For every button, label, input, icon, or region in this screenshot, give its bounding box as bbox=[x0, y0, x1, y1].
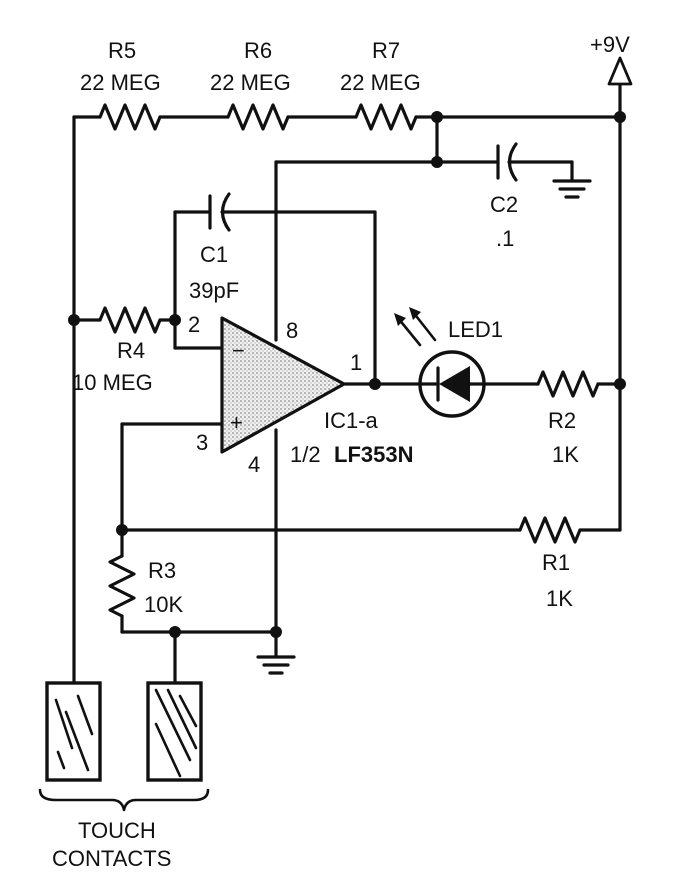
ground-symbol bbox=[256, 630, 296, 675]
pin-4: 4 bbox=[248, 452, 260, 477]
capacitor-c2: C2 .1 bbox=[274, 115, 592, 251]
pin-2: 2 bbox=[188, 312, 200, 337]
r2-name: R2 bbox=[548, 408, 576, 433]
top-rail bbox=[72, 115, 622, 687]
r6-value: 22 MEG bbox=[210, 70, 291, 95]
r6-name: R6 bbox=[244, 38, 272, 63]
r3-value: 10K bbox=[144, 592, 183, 617]
pin-8: 8 bbox=[286, 318, 298, 343]
r5-value: 22 MEG bbox=[80, 70, 161, 95]
resistor-r2: R2 1K bbox=[536, 370, 626, 467]
r1-name: R1 bbox=[542, 550, 570, 575]
resistor-r1: R1 1K bbox=[116, 516, 622, 611]
c1-value: 39pF bbox=[189, 278, 239, 303]
resistor-r3: R3 10K bbox=[108, 528, 282, 638]
r4-name: R4 bbox=[117, 338, 145, 363]
opamp-ic1a: − + 2 8 1 3 4 IC1-a 1/2 LF353N bbox=[120, 312, 422, 532]
pin-3: 3 bbox=[196, 430, 208, 455]
junction-supply-top bbox=[614, 111, 626, 123]
pin-1: 1 bbox=[350, 350, 362, 375]
c2-value: .1 bbox=[496, 226, 514, 251]
supply-terminal: +9V bbox=[590, 32, 633, 532]
c1-name: C1 bbox=[200, 242, 228, 267]
resistor-r5: R5 22 MEG bbox=[80, 38, 162, 131]
ic-part-prefix: 1/2 bbox=[290, 442, 321, 467]
resistor-r4: R4 10 MEG bbox=[68, 306, 224, 395]
touch-label-line2: CONTACTS bbox=[52, 846, 171, 871]
c2-name: C2 bbox=[490, 192, 518, 217]
r5-name: R5 bbox=[108, 38, 136, 63]
touch-contact-right bbox=[146, 630, 203, 782]
ic-part-number: LF353N bbox=[334, 442, 413, 467]
r1-value: 1K bbox=[546, 586, 573, 611]
touch-brace bbox=[38, 788, 210, 812]
touch-label-line1: TOUCH bbox=[78, 818, 156, 843]
capacitor-c1: C1 39pF bbox=[173, 192, 377, 386]
led-name: LED1 bbox=[448, 317, 503, 342]
r7-name: R7 bbox=[372, 38, 400, 63]
opamp-inverting-sign: − bbox=[232, 338, 245, 363]
r4-value: 10 MEG bbox=[72, 370, 153, 395]
resistor-r6: R6 22 MEG bbox=[210, 38, 291, 131]
supply-label: +9V bbox=[590, 32, 630, 57]
opamp-noninverting-sign: + bbox=[230, 410, 243, 435]
led1: LED1 bbox=[394, 307, 540, 418]
r3-name: R3 bbox=[148, 558, 176, 583]
touch-contact-left bbox=[45, 681, 102, 782]
r7-value: 22 MEG bbox=[340, 70, 421, 95]
resistor-r7: R7 22 MEG bbox=[340, 38, 421, 131]
r2-value: 1K bbox=[552, 442, 579, 467]
ic-name: IC1-a bbox=[324, 408, 379, 433]
